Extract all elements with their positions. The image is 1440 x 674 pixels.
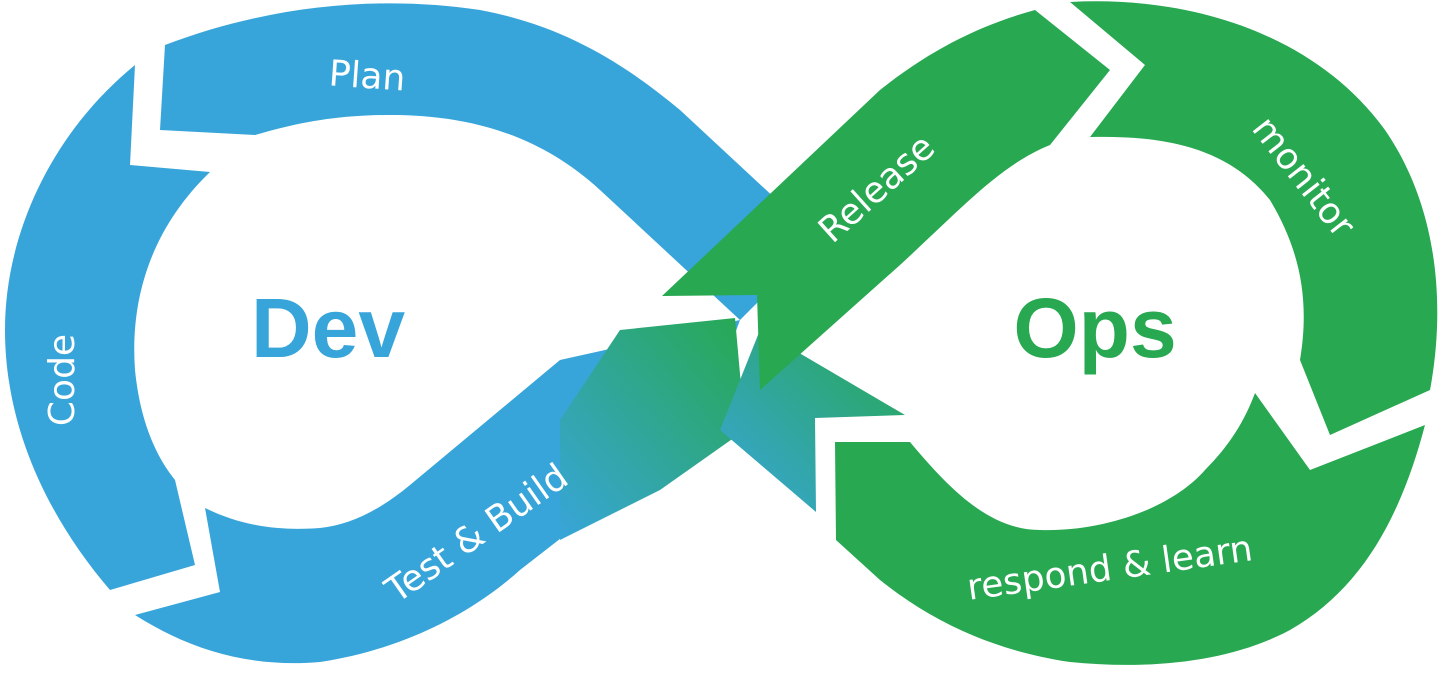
respond-learn-segment (835, 393, 1425, 665)
release-segment (662, 10, 1110, 390)
stage-label-plan: Plan (327, 53, 406, 99)
stage-label-code: Code (42, 334, 83, 426)
ops-title: Ops (1013, 281, 1176, 375)
crossing-band (560, 318, 745, 540)
plan-segment (160, 3, 820, 320)
monitor-segment (1070, 1, 1438, 436)
dev-title: Dev (251, 281, 405, 375)
code-segment (5, 65, 210, 590)
